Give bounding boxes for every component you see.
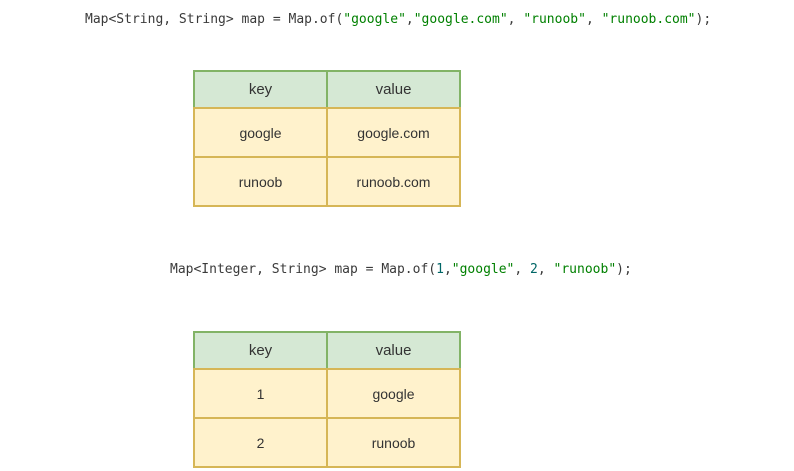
table-row: runoob runoob.com <box>193 156 461 207</box>
code-segment: ); <box>616 262 632 277</box>
table-row: 2 runoob <box>193 417 461 468</box>
table-cell-key: 1 <box>193 368 328 419</box>
code-segment: Map<Integer, String> map = Map.of( <box>170 262 437 277</box>
table-cell-value: runoob <box>326 417 461 468</box>
table-header-value: value <box>326 70 461 109</box>
integer-map-table: key value 1 google 2 runoob <box>193 331 461 468</box>
code-segment-string: "runoob" <box>553 262 617 277</box>
code-segment: Map<String, String> map = Map.of( <box>85 12 344 27</box>
table-cell-value: runoob.com <box>326 156 461 207</box>
code-line-map-string: Map<String, String> map = Map.of("google… <box>85 11 711 28</box>
code-segment-number: 2 <box>530 262 538 277</box>
code-segment-number: 1 <box>436 262 444 277</box>
table-row: google google.com <box>193 107 461 158</box>
table-header-row: key value <box>193 331 461 370</box>
table-header-key: key <box>193 70 328 109</box>
table-cell-key: google <box>193 107 328 158</box>
code-segment-string: "google" <box>451 262 515 277</box>
code-segment: , <box>405 12 414 27</box>
table-header-row: key value <box>193 70 461 109</box>
code-segment: , <box>585 12 602 27</box>
code-segment: , <box>514 262 531 277</box>
table-cell-key: runoob <box>193 156 328 207</box>
table-cell-value: google.com <box>326 107 461 158</box>
code-segment: , <box>507 12 524 27</box>
code-segment: , <box>537 262 554 277</box>
table-row: 1 google <box>193 368 461 419</box>
code-segment-string: "runoob.com" <box>601 12 696 27</box>
code-segment-string: "google" <box>343 12 406 27</box>
table-header-key: key <box>193 331 328 370</box>
code-line-map-integer: Map<Integer, String> map = Map.of(1,"goo… <box>170 261 632 278</box>
code-segment: , <box>443 262 452 277</box>
code-segment-string: "google.com" <box>413 12 508 27</box>
code-segment: ); <box>695 12 712 27</box>
table-cell-key: 2 <box>193 417 328 468</box>
table-cell-value: google <box>326 368 461 419</box>
string-map-table: key value google google.com runoob runoo… <box>193 70 461 207</box>
code-segment-string: "runoob" <box>523 12 586 27</box>
table-header-value: value <box>326 331 461 370</box>
